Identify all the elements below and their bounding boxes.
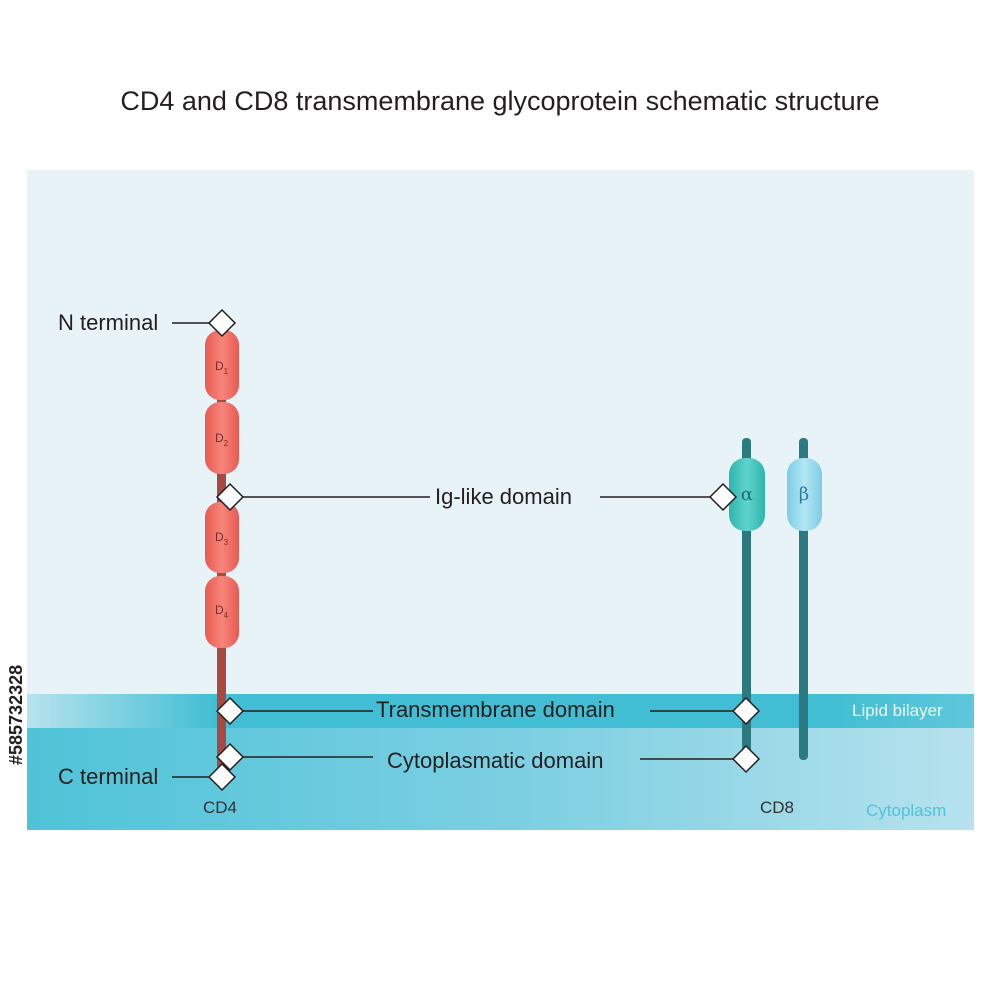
cd8-alpha-domain [729,458,765,531]
transmembrane-domain-label: Transmembrane domain [376,697,615,722]
cytoplasmatic-marker-cd8 [731,744,761,774]
cd4-domain-d4 [205,576,239,648]
cd4-domain-d2-label: D2 [215,431,229,448]
cd4-label: CD4 [203,798,238,817]
c-terminal-marker [207,762,237,792]
ig-like-marker-cd8 [708,482,738,512]
n-terminal-marker [207,308,237,338]
extracellular-region [27,170,974,696]
c-terminal-label: C terminal [58,764,159,789]
cd8-label: CD8 [760,798,795,817]
cd8-beta-domain [787,458,822,531]
cd4-domain-d3-label: D3 [215,530,229,547]
cd8-alpha-label: α [741,484,753,505]
transmembrane-marker-cd8 [731,696,761,726]
cytoplasm-label: Cytoplasm [866,801,947,820]
lipid-bilayer-band [27,694,974,728]
ig-like-marker-cd4 [215,482,245,512]
diagram-title: CD4 and CD8 transmembrane glycoprotein s… [120,86,880,116]
lipid-bilayer-label: Lipid bilayer [852,701,943,720]
cd4-domain-d1-label: D1 [215,359,229,376]
cytoplasmatic-domain-label: Cytoplasmatic domain [387,748,604,773]
cd8-beta-label: β [799,484,809,505]
cd4-domain-d3 [205,502,239,573]
transmembrane-marker-cd4 [215,696,245,726]
cd4-domain-d1 [205,330,239,400]
ig-like-domain-label: Ig-like domain [435,484,572,509]
stock-id-watermark: #585732328 [6,664,26,765]
cd4-domain-d2 [205,402,239,474]
cytoplasm-region [27,728,974,830]
cytoplasmatic-marker-cd4 [215,742,245,772]
n-terminal-label: N terminal [58,310,159,335]
cd4-domain-d4-label: D4 [215,603,229,620]
